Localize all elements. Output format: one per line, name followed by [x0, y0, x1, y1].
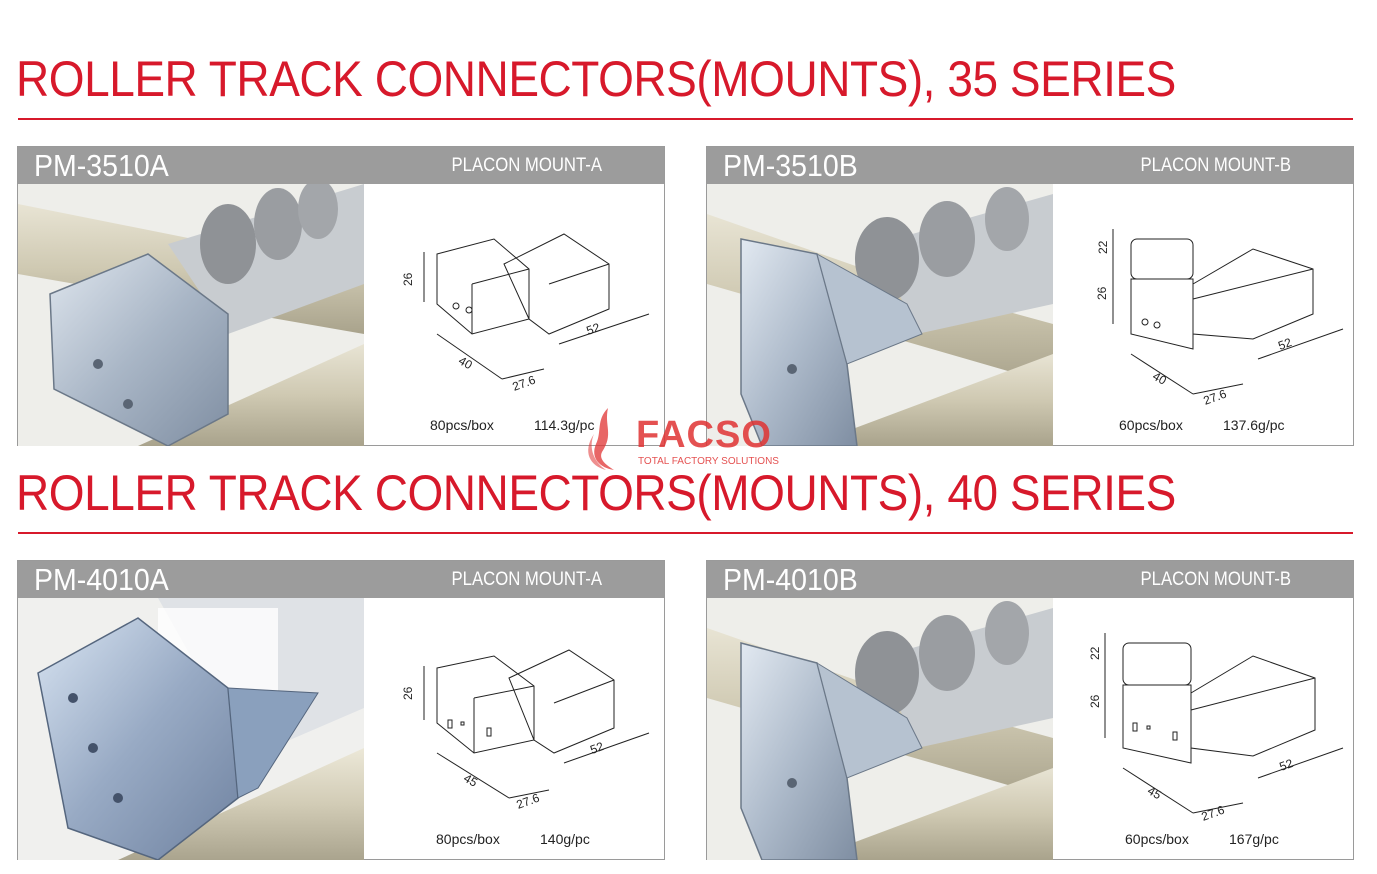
product-card-pm-4010b: PM-4010B PLACON MOUNT-B: [706, 560, 1354, 860]
model-number: PM-4010B: [723, 562, 858, 597]
mount-type: PLACON MOUNT-A: [451, 155, 602, 176]
product-card-pm-4010a: PM-4010A PLACON MOUNT-A: [17, 560, 665, 860]
dim-height: 26: [1088, 694, 1102, 708]
dim-length: 52: [1278, 756, 1296, 774]
mount-type: PLACON MOUNT-B: [1140, 569, 1291, 590]
product-photo: [707, 184, 1053, 446]
pcs-per-box: 60pcs/box: [1119, 417, 1183, 433]
unit-weight: 137.6g/pc: [1223, 417, 1285, 433]
section-title-40: ROLLER TRACK CONNECTORS(MOUNTS), 40 SERI…: [16, 465, 1176, 521]
product-photo: [18, 184, 364, 446]
card-header: PM-3510A PLACON MOUNT-A: [18, 147, 664, 184]
model-number: PM-3510B: [723, 148, 858, 183]
dim-height: 26: [401, 686, 415, 700]
pcs-per-box: 80pcs/box: [436, 831, 500, 847]
dim-height: 26: [401, 272, 415, 286]
model-number: PM-4010A: [34, 562, 169, 597]
unit-weight: 114.3g/pc: [534, 417, 595, 433]
pcs-per-box: 80pcs/box: [430, 417, 494, 433]
card-header: PM-4010A PLACON MOUNT-A: [18, 561, 664, 598]
product-photo: [18, 598, 364, 860]
mount-type: PLACON MOUNT-B: [1140, 155, 1291, 176]
dim-width: 45: [1145, 783, 1164, 802]
card-header: PM-4010B PLACON MOUNT-B: [707, 561, 1353, 598]
dim-top: 22: [1088, 646, 1102, 660]
brand-name: FACSO: [636, 414, 772, 456]
dim-depth: 27.6: [515, 791, 542, 812]
section-title-35: ROLLER TRACK CONNECTORS(MOUNTS), 35 SERI…: [16, 51, 1176, 107]
dim-width: 40: [456, 353, 475, 372]
dim-top: 22: [1096, 240, 1110, 254]
dim-length: 52: [585, 320, 603, 338]
technical-drawing: 26 40 27.6 52: [364, 184, 664, 446]
model-number: PM-3510A: [34, 148, 169, 183]
dim-width: 45: [461, 771, 480, 790]
facso-logo: FACSO TOTAL FACTORY SOLUTIONS: [578, 404, 808, 474]
product-photo: [707, 598, 1053, 860]
product-card-pm-3510b: PM-3510B PLACON MOUNT-B: [706, 146, 1354, 446]
dim-length: 52: [588, 739, 606, 757]
mount-type: PLACON MOUNT-A: [451, 569, 602, 590]
card-header: PM-3510B PLACON MOUNT-B: [707, 147, 1353, 184]
dim-depth: 27.6: [1200, 803, 1227, 824]
product-card-pm-3510a: PM-3510A PLACON MOUNT-A: [17, 146, 665, 446]
technical-drawing: 26 45 27.6 52: [364, 598, 664, 860]
technical-drawing: 22 26 40 27.6 52: [1053, 184, 1353, 446]
dim-width: 40: [1150, 369, 1169, 388]
dim-height: 26: [1095, 286, 1109, 300]
technical-drawing: 22 26 45 27.6 52: [1053, 598, 1353, 860]
section-divider: [18, 118, 1353, 120]
unit-weight: 167g/pc: [1229, 831, 1279, 847]
brand-tagline: TOTAL FACTORY SOLUTIONS: [638, 456, 779, 467]
unit-weight: 140g/pc: [540, 831, 590, 847]
dim-length: 52: [1276, 335, 1294, 353]
pcs-per-box: 60pcs/box: [1125, 831, 1189, 847]
dim-depth: 27.6: [1202, 387, 1229, 408]
section-divider: [18, 532, 1353, 534]
